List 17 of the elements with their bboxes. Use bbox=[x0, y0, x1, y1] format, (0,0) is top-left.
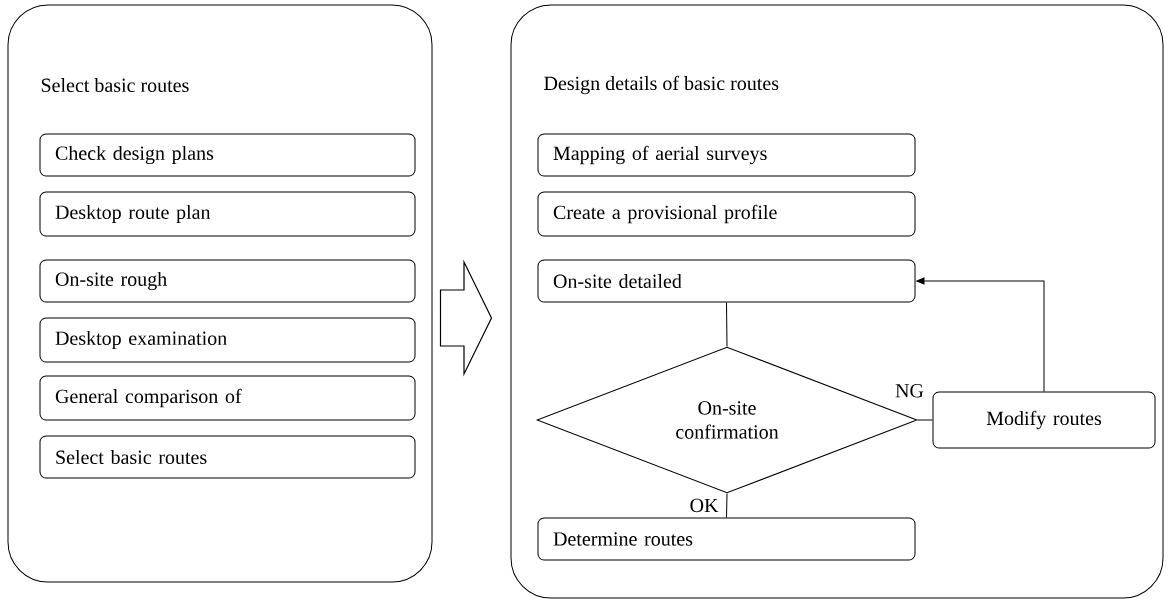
process-box: On-site rough bbox=[39, 259, 416, 303]
process-box: Modify routes bbox=[932, 391, 1156, 449]
process-box: Desktop examination bbox=[39, 317, 416, 363]
process-box: Desktop route plan bbox=[39, 191, 416, 237]
process-box: Select basic routes bbox=[39, 435, 416, 479]
process-box: Check design plans bbox=[39, 133, 416, 177]
block-arrow bbox=[439, 259, 493, 377]
process-box: General comparison of bbox=[39, 375, 416, 421]
connector-line bbox=[726, 302, 728, 347]
arrow bbox=[916, 277, 1045, 392]
edge-label: OK bbox=[687, 496, 721, 515]
connector-line bbox=[917, 419, 933, 421]
process-box: Determine routes bbox=[537, 517, 916, 561]
process-box: On-site detailed bbox=[537, 259, 916, 303]
process-box: Create a provisional profile bbox=[537, 191, 916, 237]
connector-line bbox=[726, 493, 728, 518]
process-box: Mapping of aerial surveys bbox=[537, 133, 916, 177]
